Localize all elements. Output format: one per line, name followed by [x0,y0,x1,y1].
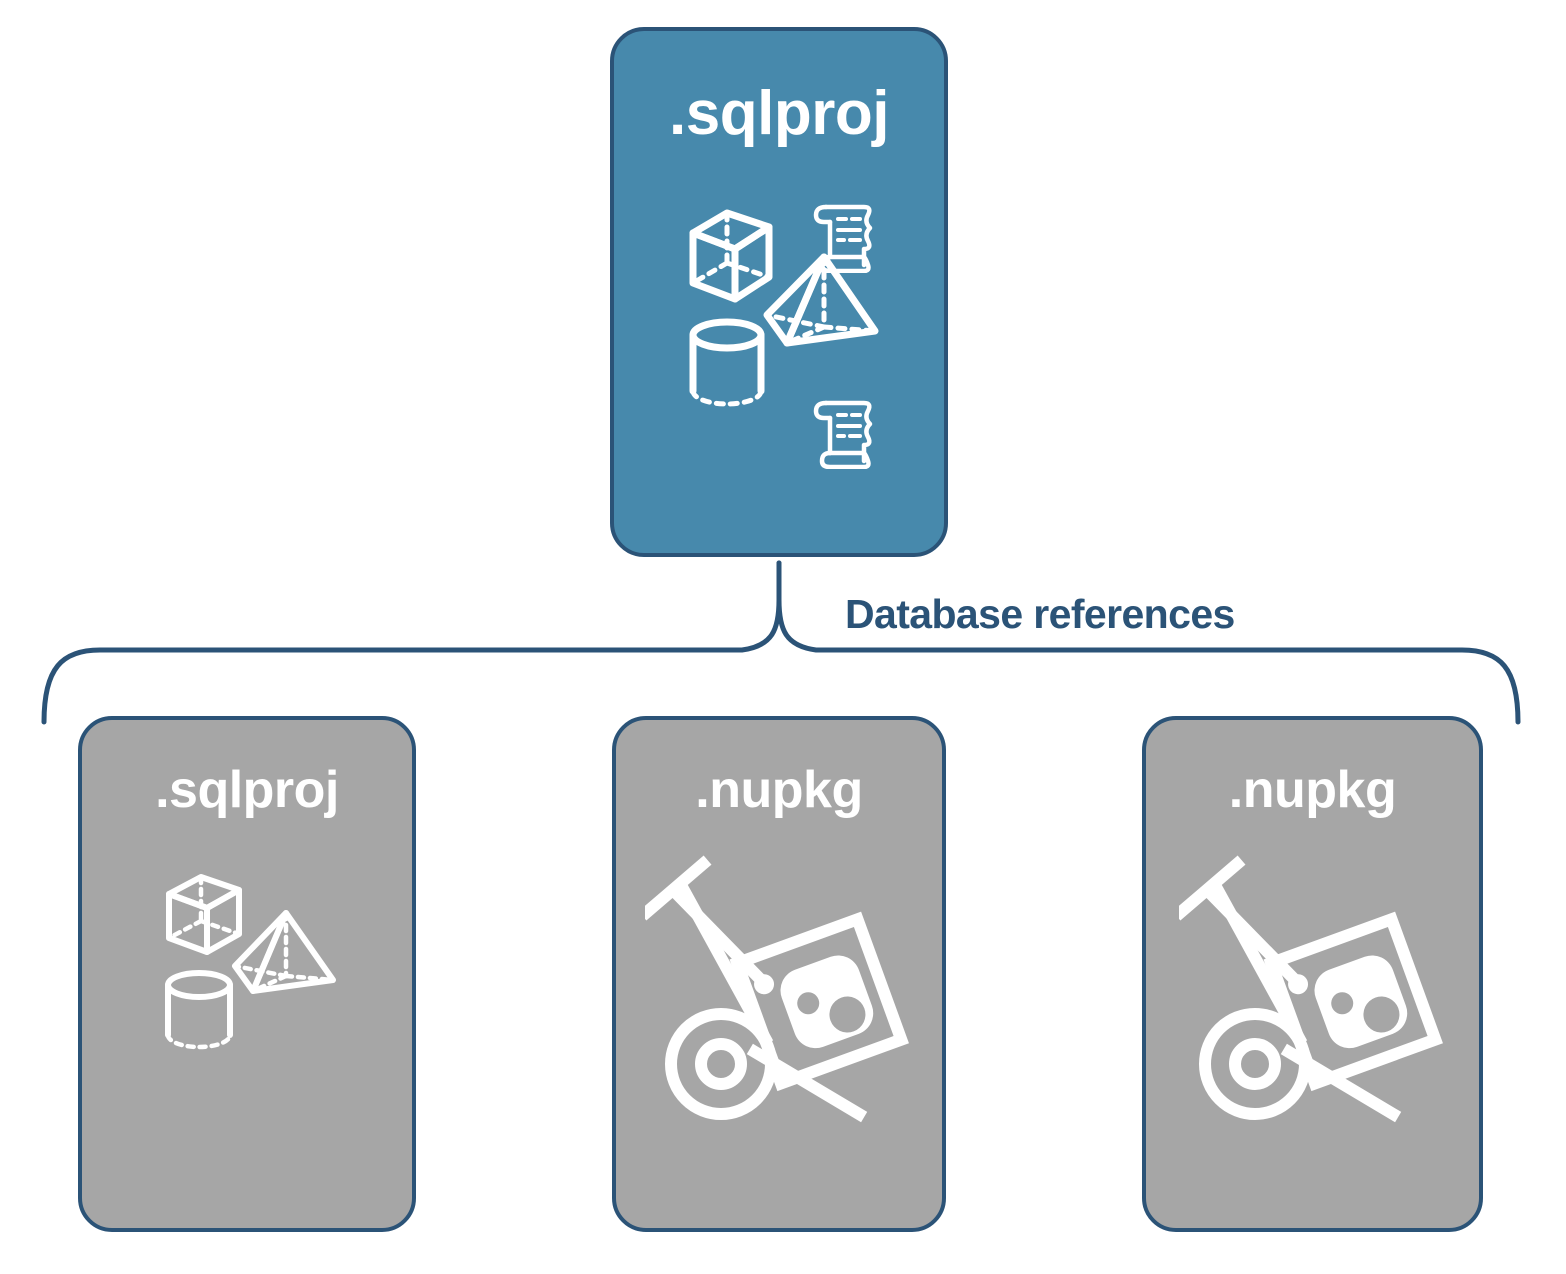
package-box-icon [1263,911,1443,1092]
node-top-sqlproj[interactable]: .sqlproj [610,27,948,557]
node-top-sqlproj-label: .sqlproj [669,79,889,148]
package-box-icon [729,911,909,1092]
scroll-icon-bottom [810,395,880,470]
cylinder-icon [165,970,233,1050]
scroll-icon-top [810,199,880,274]
cube-icon [166,874,242,955]
connector-label-database-references: Database references [845,591,1235,637]
node-ref-0-icons [147,856,347,1056]
node-ref-0-label: .sqlproj [155,761,339,819]
node-ref-2-label: .nupkg [1228,761,1397,819]
cube-icon [689,209,773,303]
node-ref-1-nupkg[interactable]: .nupkg [612,716,946,1232]
hand-truck-package-icon [1172,855,1443,1123]
pyramid-icon [763,253,879,347]
node-ref-0-sqlproj[interactable]: .sqlproj [78,716,416,1232]
node-ref-2-nupkg[interactable]: .nupkg [1142,716,1483,1232]
node-top-sqlproj-icons [679,167,879,427]
node-ref-1-label: .nupkg [695,761,863,819]
hand-truck-package-icon [638,855,909,1123]
pyramid-icon [232,910,336,994]
cylinder-icon [689,318,765,407]
node-ref-2-icons [1172,852,1447,1124]
node-ref-1-icons [638,852,913,1124]
